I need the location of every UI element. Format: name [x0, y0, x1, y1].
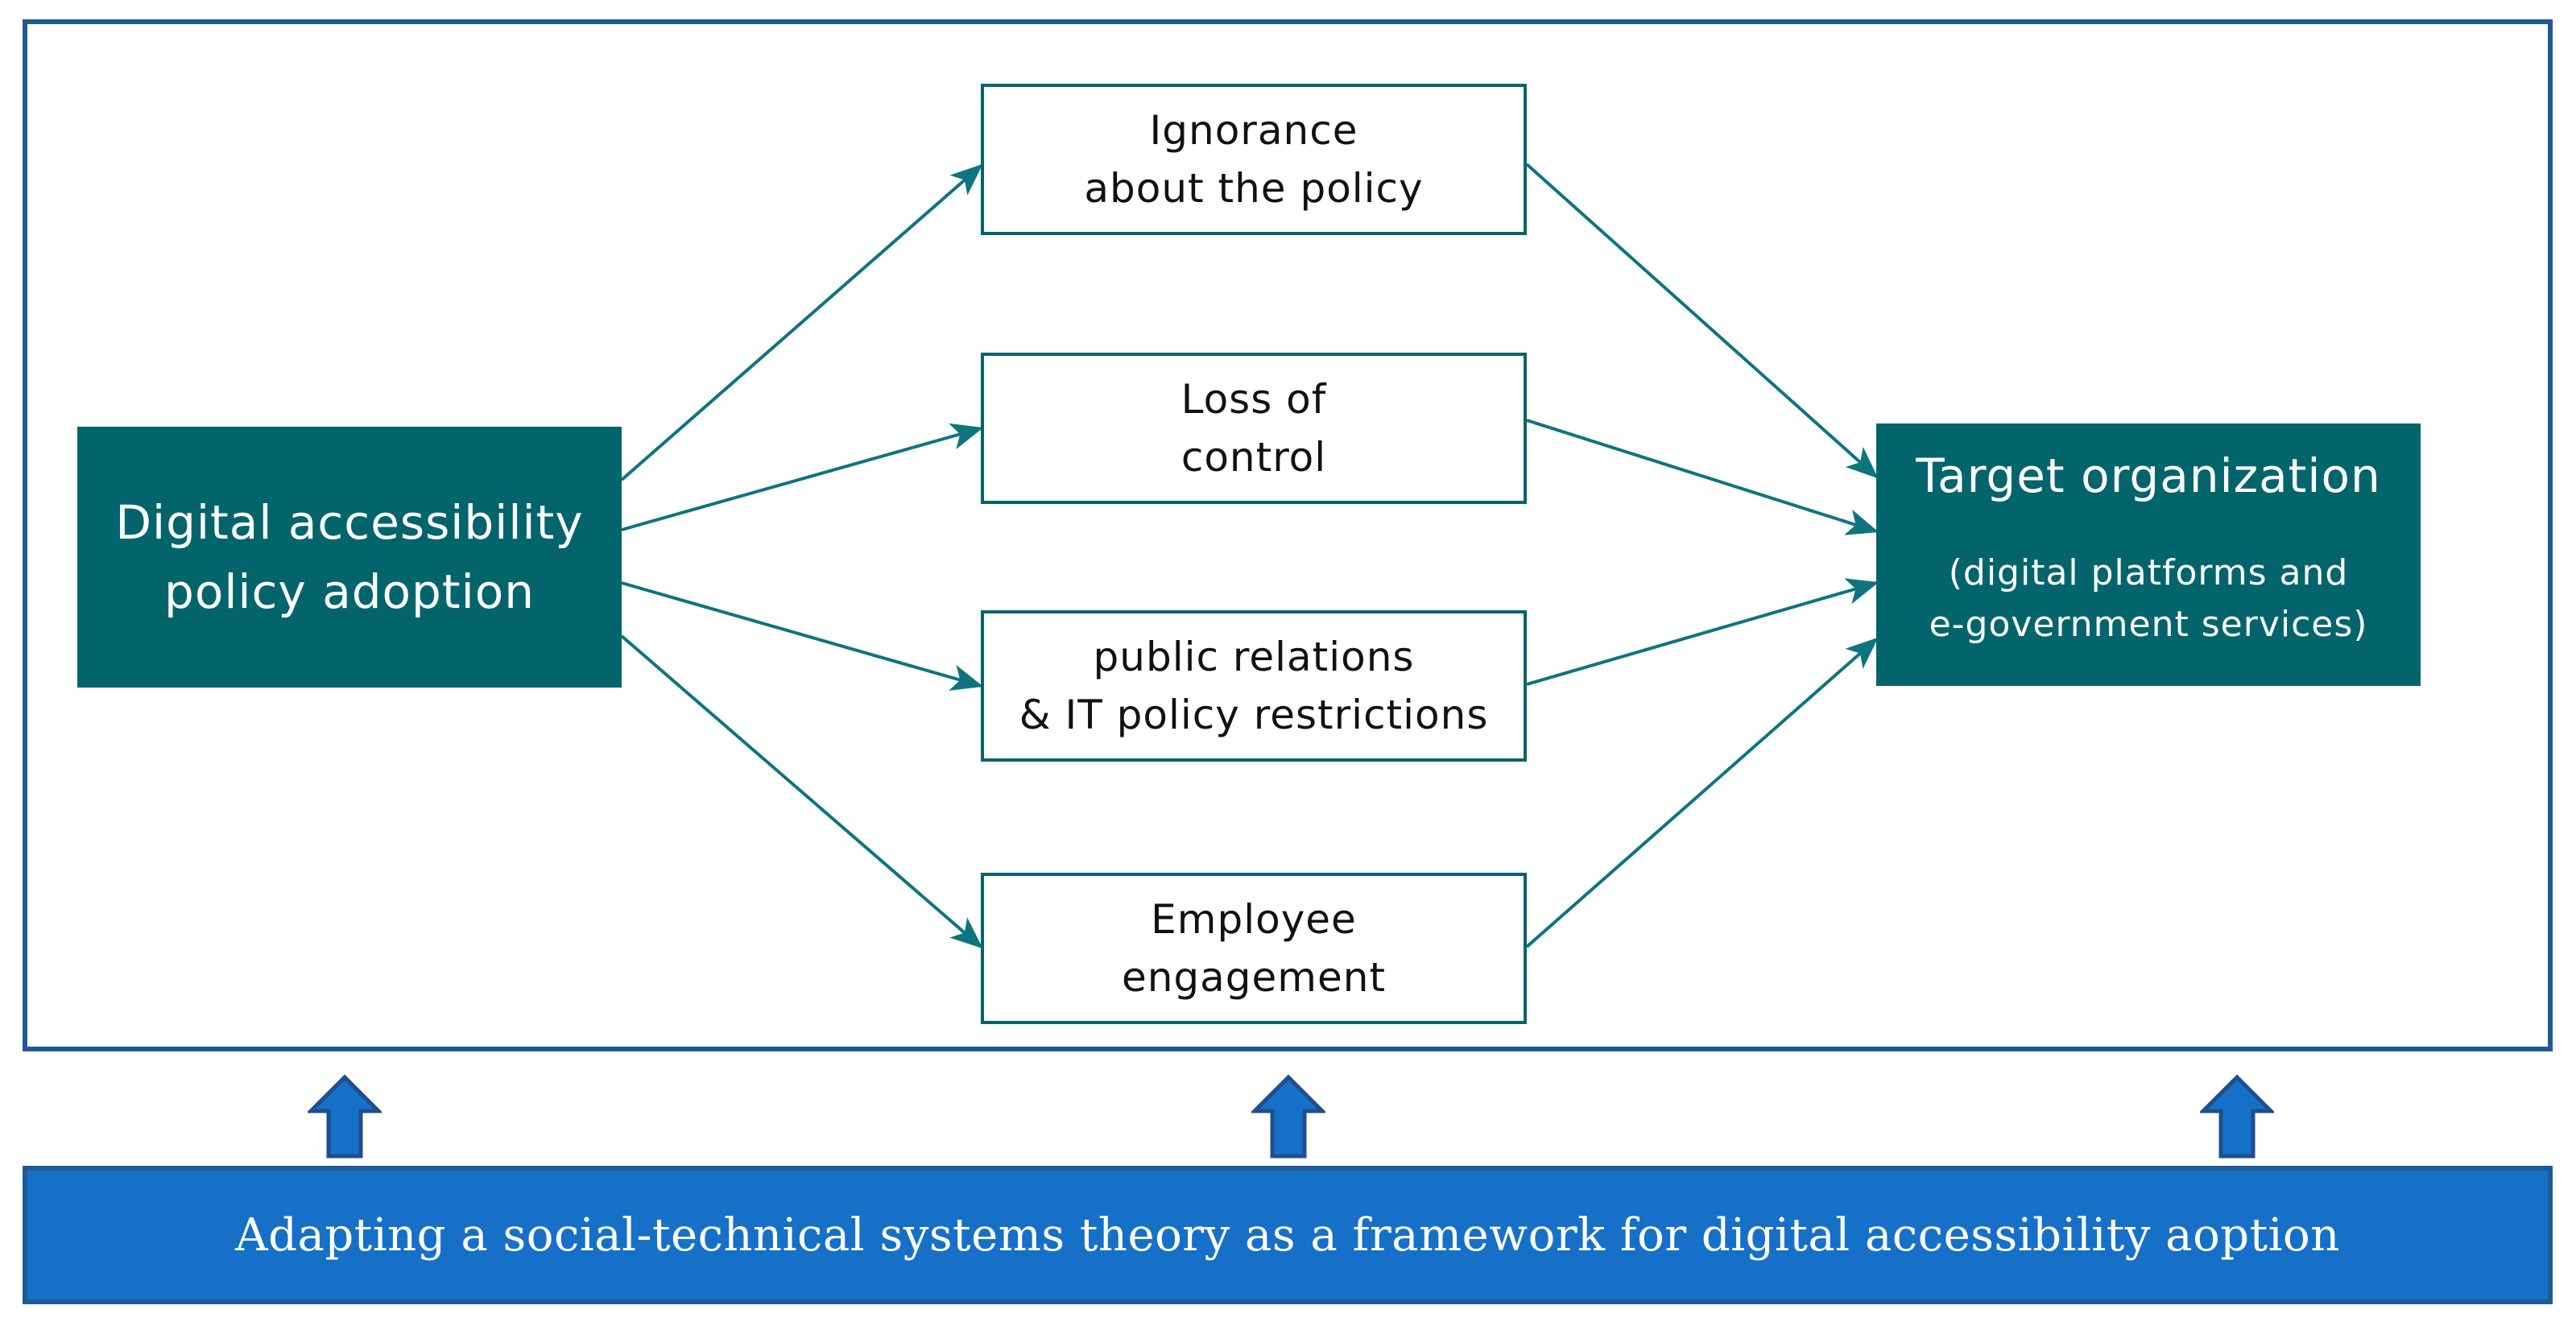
framework-banner-label: Adapting a social-technical systems theo…	[235, 1208, 2340, 1262]
factor-label-loss-of-control: Loss of control	[1180, 376, 1327, 481]
factor-label-employee-engagement: Employee engagement	[1121, 896, 1387, 1001]
factor-label-public-relations: public relations & IT policy restriction…	[1019, 634, 1489, 738]
factor-node-loss-of-control: Loss of control	[981, 353, 1527, 504]
factor-node-public-relations: public relations & IT policy restriction…	[981, 610, 1527, 762]
target-node-label: Target organization	[1916, 448, 2381, 503]
up-arrow-icon-center	[1251, 1074, 1325, 1159]
factor-label-ignorance: Ignorance about the policy	[1084, 107, 1424, 212]
up-arrow-icon-left	[308, 1074, 382, 1159]
source-node: Digital accessibility policy adoption	[77, 427, 622, 688]
source-node-label: Digital accessibility policy adoption	[115, 495, 584, 619]
up-arrow-icon-right	[2200, 1074, 2274, 1159]
factor-node-employee-engagement: Employee engagement	[981, 873, 1527, 1024]
factor-node-ignorance: Ignorance about the policy	[981, 84, 1527, 235]
target-node: Target organization (digital platforms a…	[1876, 423, 2421, 686]
framework-banner: Adapting a social-technical systems theo…	[23, 1166, 2553, 1304]
target-node-sublabel: (digital platforms and e-government serv…	[1929, 552, 2368, 645]
